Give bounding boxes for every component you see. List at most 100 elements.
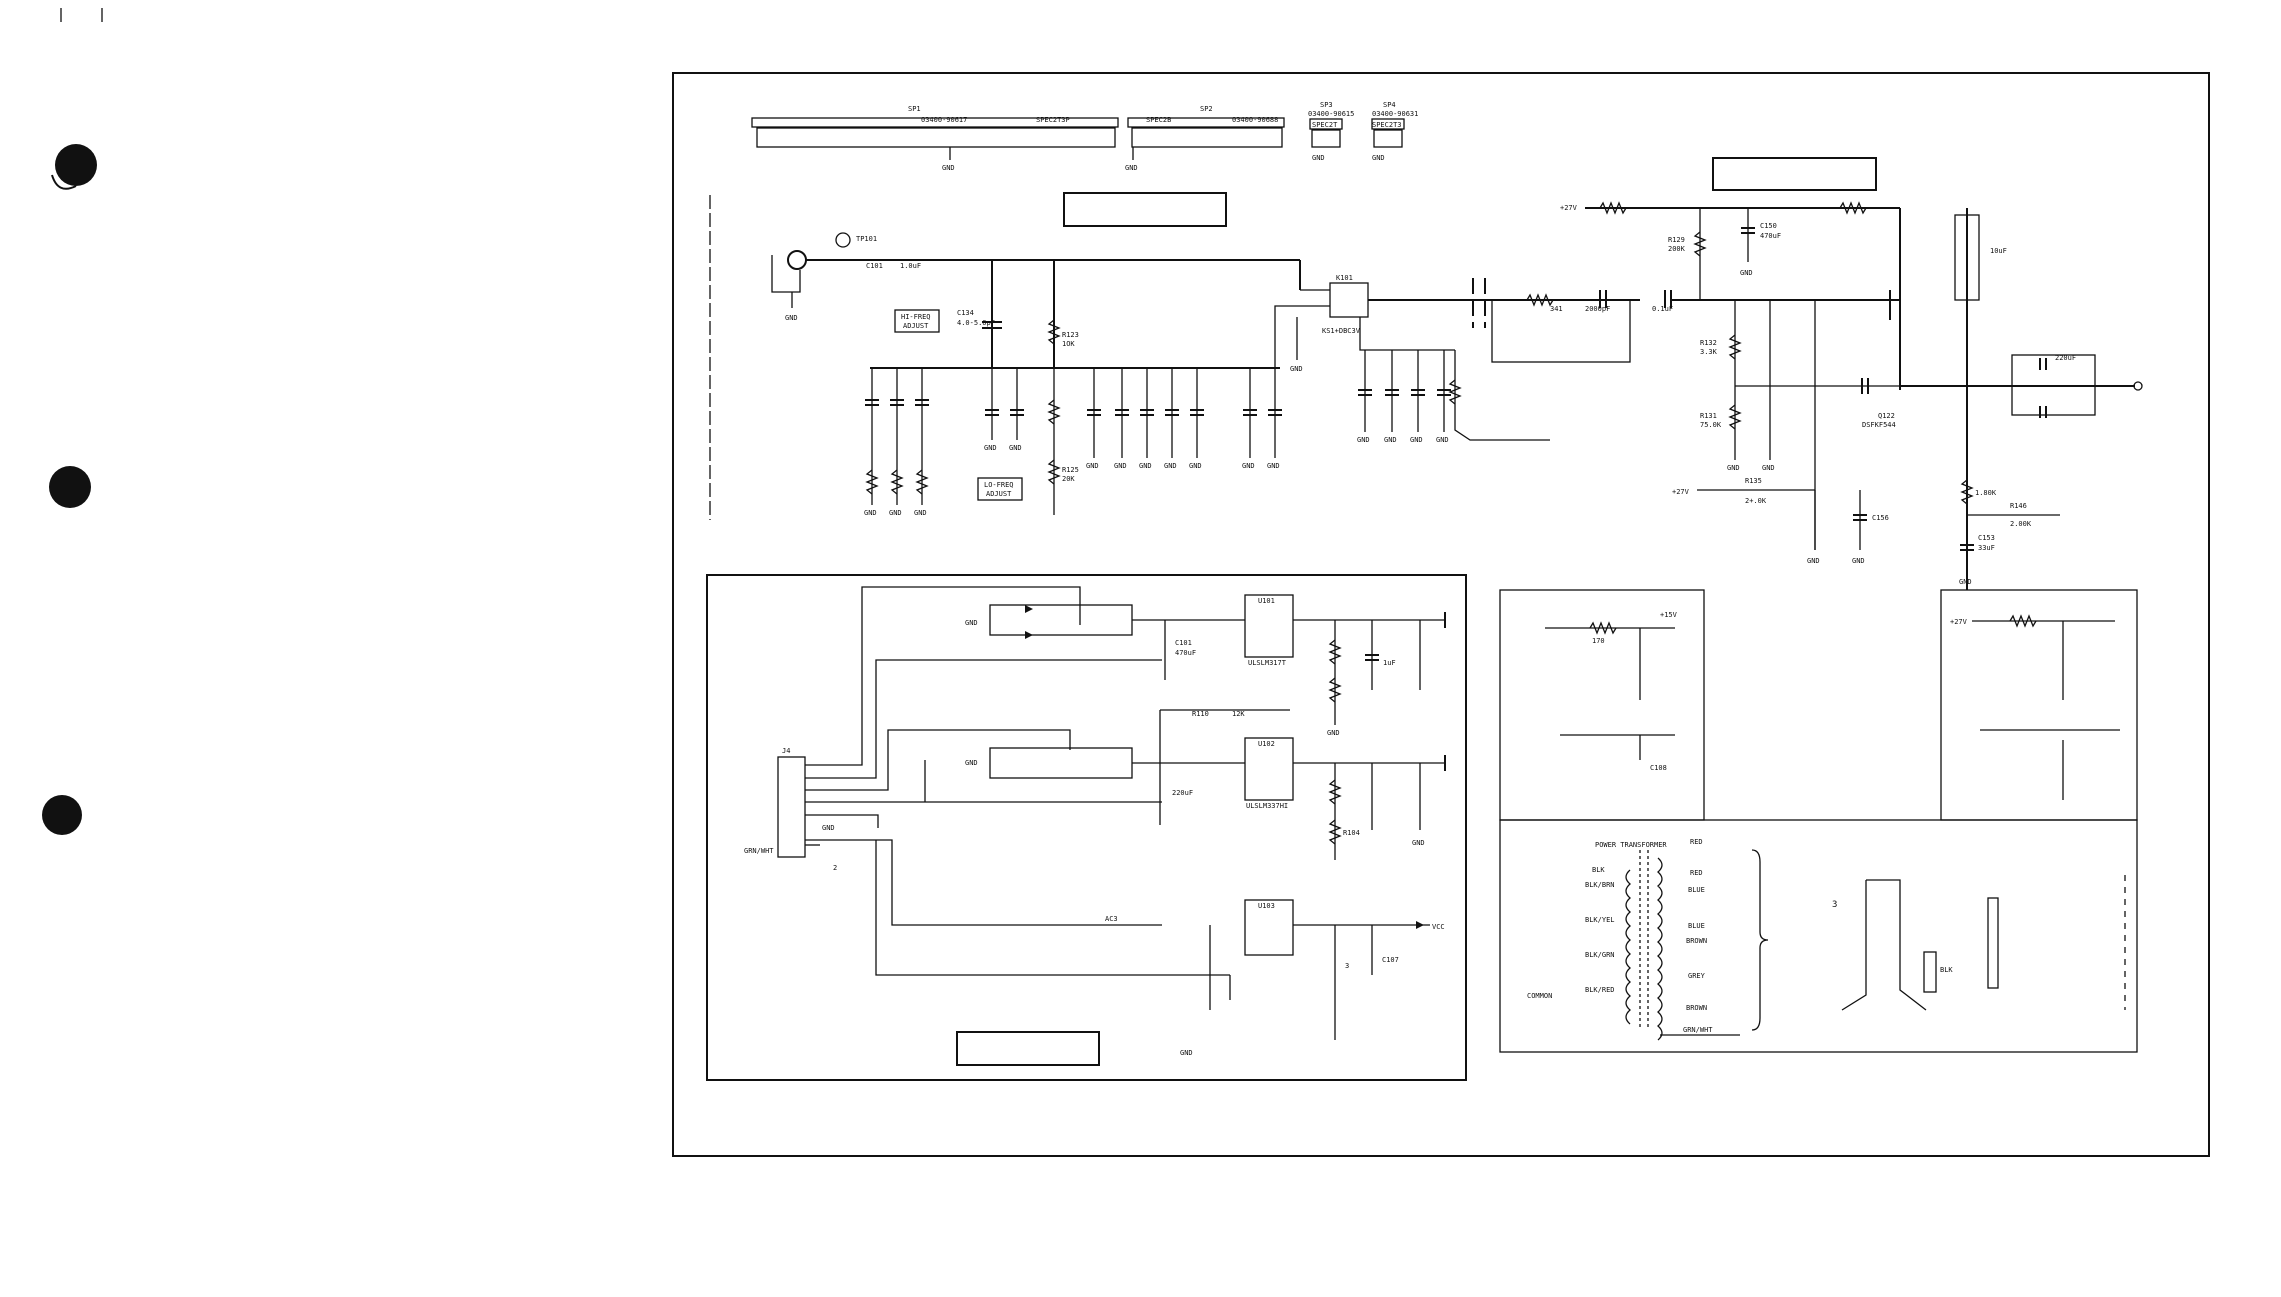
u101-part: ULSLM317T (1248, 659, 1287, 667)
lo-freq-adjust: ADJUST (986, 490, 1012, 498)
u103-digit: 3 (1345, 962, 1349, 970)
secondary-winding (1657, 857, 1663, 1041)
input-filter-section: GND TP101 C101 1.0uF HI-FREQ ADJUST C134… (709, 195, 1640, 520)
lo-freq-adjust-box (977, 477, 1023, 501)
r123-resistor (1047, 319, 1061, 345)
secondary-brace (1751, 849, 1769, 1031)
sp3-part: 03400-90615 (1308, 110, 1354, 118)
aux-27v-block: +27V (1940, 589, 2138, 821)
cap-01: 0.1uF (1652, 305, 1673, 313)
r131-label: R131 (1700, 412, 1717, 420)
u101-adj-res (1328, 639, 1342, 665)
primary-blk-grn: BLK/GRN (1585, 951, 1615, 959)
regulator-u103 (1244, 899, 1294, 956)
sp4-pins (1373, 129, 1403, 148)
r180-res (1960, 479, 1974, 505)
secondary-brown2: BROWN (1686, 1004, 1707, 1012)
blank-title-box (956, 1031, 1100, 1066)
primary-blk-red: BLK/RED (1585, 986, 1615, 994)
r123-label: R123 (1062, 331, 1079, 339)
filter-gnd: GND (1189, 462, 1202, 470)
secondary-red: RED (1690, 838, 1703, 846)
aux-15v-block: +15V 170 C108 (1499, 589, 1705, 821)
transformer-block: POWER TRANSFORMER BLK BLK/BRN BLK/YEL BL… (1499, 819, 2138, 1053)
diode (1025, 631, 1033, 639)
c200-value: 2000pF (1585, 305, 1610, 313)
c150-label: C150 (1760, 222, 1777, 230)
j4-label: J4 (782, 747, 790, 755)
sp1-pins (756, 127, 1116, 148)
plus27v-top: +27V (1560, 204, 1578, 212)
ac3-lead (805, 839, 1162, 926)
c150-gnd: GND (1740, 269, 1753, 277)
sp4-body (1371, 118, 1405, 130)
sp2-tag: SPEC2B (1146, 116, 1171, 124)
sp2-gnd: GND (1125, 164, 1138, 172)
primary-blk-yel: BLK/YEL (1585, 916, 1615, 924)
aux-27v-frame (1940, 589, 2138, 821)
transformer-lead (805, 729, 1071, 791)
jack-body (771, 255, 801, 293)
power-supply-section: J4 GRN/WHT GND 2 GND C101 470uF U101 ULS… (706, 574, 1467, 1081)
transformer-frame (1499, 819, 2138, 1053)
r180-value: 1.80K (1975, 489, 1997, 497)
r341-value: 341 (1550, 305, 1563, 313)
r131-gnd: GND (1727, 464, 1740, 472)
secondary-grn-wht: GRN/WHT (1683, 1026, 1713, 1034)
c134-value: 4.0-5.0pF (957, 319, 995, 327)
u102-adj-res (1328, 779, 1342, 805)
relay-cap-gnd: GND (1410, 436, 1423, 444)
q122-label: Q122 (1878, 412, 1895, 420)
u102-label: U102 (1258, 740, 1275, 748)
j4-gnd: GND (822, 824, 835, 832)
drawing-frame (672, 72, 2210, 1157)
sp3-body (1309, 118, 1343, 130)
j4-connector (777, 756, 806, 858)
r123-value: 1OK (1062, 340, 1075, 348)
r131-res (1728, 404, 1742, 430)
r131-value: 75.0K (1700, 421, 1722, 429)
relay-to-bus (1274, 305, 1330, 368)
plus27v-bias: +27V (1672, 488, 1690, 496)
c108-label: C108 (1650, 764, 1667, 772)
blank-title-box (1063, 192, 1227, 227)
connector-sp1: SP1 03400-90617 SPEC2T3P GND (751, 105, 1119, 172)
sp1-part: 03400-90617 (921, 116, 967, 124)
r146-value: 2.00K (2010, 520, 2032, 528)
bridge-2 (989, 747, 1133, 779)
primary-blk: BLK (1592, 866, 1605, 874)
relay-gnd-label: GND (1290, 365, 1303, 373)
c101-label: C101 (866, 262, 883, 270)
secondary-grey: GREY (1688, 972, 1706, 980)
transformer-lead (805, 814, 879, 828)
relay-res-zigzag (1448, 379, 1462, 405)
sp3-ref: SP3 (1320, 101, 1333, 109)
filter-gnd: GND (864, 509, 877, 517)
filter-gnd: GND (1139, 462, 1152, 470)
k101-label: K101 (1336, 274, 1353, 282)
filter-gnd: GND (1114, 462, 1127, 470)
c156-label: C156 (1872, 514, 1889, 522)
cap-470: 470uF (1175, 649, 1196, 657)
filter-gnd: GND (1267, 462, 1280, 470)
plus27v-aux: +27V (1950, 618, 1968, 626)
c153-label: C153 (1978, 534, 1995, 542)
transformer-title: POWER TRANSFORMER (1595, 841, 1667, 849)
j4-digit: 2 (833, 864, 837, 872)
connector-sp4: SP4 03400-90631 SPEC2T3 GND (1371, 101, 1418, 162)
punch-hole (42, 795, 82, 835)
r124-value: 12K (1232, 710, 1245, 718)
r132-value: 3.3K (1700, 348, 1718, 356)
sp1-gnd: GND (942, 164, 955, 172)
c101-value: 1.0uF (900, 262, 921, 270)
r146-label: R146 (2010, 502, 2027, 510)
filter-gnd: GND (914, 509, 927, 517)
connector-sp2: SP2 SPEC2B 03400-90688 GND (1125, 105, 1285, 172)
power-supply-frame (706, 574, 1467, 1081)
filter-gnd: GND (984, 444, 997, 452)
u103-label: U103 (1258, 902, 1275, 910)
relay-cap-gnd: GND (1436, 436, 1449, 444)
filter-gnd: GND (1009, 444, 1022, 452)
vcc-arrow (1416, 921, 1424, 929)
filter-gnd: GND (1086, 462, 1099, 470)
